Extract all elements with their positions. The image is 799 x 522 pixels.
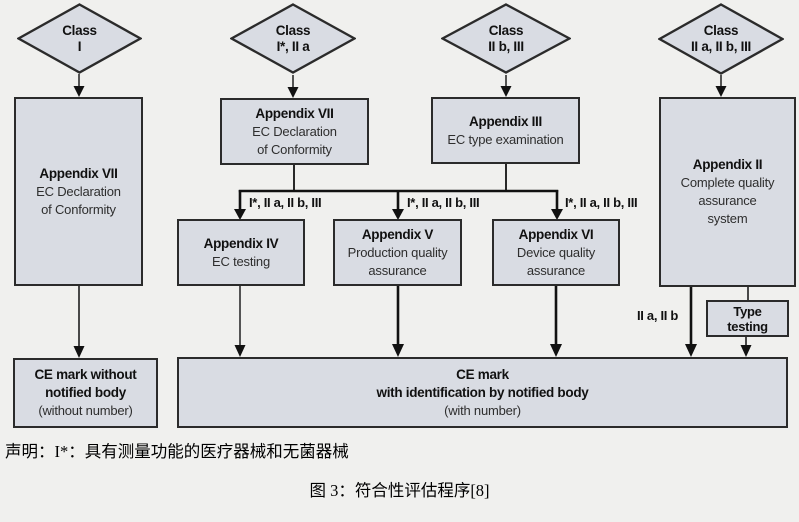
- arrowhead: [392, 344, 404, 357]
- decision-class-iia-iib-iii: Class II a, II b, III: [658, 3, 784, 75]
- arrowhead: [73, 346, 85, 358]
- decision-class-istar-iia: Class I*, II a: [230, 3, 356, 74]
- box-type-testing: Type testing: [706, 300, 789, 337]
- class-word: Class: [275, 22, 311, 38]
- decision-label: Class I*, II a: [276, 23, 311, 55]
- box-line: Production quality: [347, 244, 448, 260]
- box-line: EC type examination: [447, 131, 564, 147]
- box-line: testing: [727, 318, 768, 334]
- arrowhead: [685, 344, 697, 357]
- diamond-shape-icon: [17, 3, 142, 74]
- arrowhead: [234, 345, 246, 357]
- edge-label-to-app5: I*, II a, II b, III: [407, 195, 480, 210]
- arrowhead: [73, 86, 85, 97]
- box-line: CE mark without: [34, 367, 137, 382]
- class-value: I: [77, 38, 82, 54]
- box-title: Appendix VII: [255, 105, 334, 121]
- box-line: Complete quality: [680, 175, 775, 190]
- box-title: Appendix VI: [518, 226, 594, 242]
- decision-class-i: Class I: [17, 3, 142, 74]
- box-line: of Conformity: [257, 141, 332, 157]
- decision-class-iib-iii: Class II b, III: [441, 3, 571, 74]
- box-title: Appendix II: [692, 157, 763, 172]
- box-ce-mark-with: CE mark with identification by notified …: [177, 357, 788, 428]
- decision-label: Class I: [62, 23, 97, 55]
- box-line: with identification by notified body: [376, 384, 589, 400]
- box-ce-mark-without: CE mark without notified body (without n…: [13, 358, 158, 428]
- box-line: (without number): [38, 403, 133, 418]
- arrowhead: [500, 86, 512, 97]
- arrowhead: [740, 345, 752, 357]
- box-appendix-vii-left: Appendix VII EC Declaration of Conformit…: [14, 97, 143, 286]
- edge-label-to-app6: I*, II a, II b, III: [565, 195, 638, 210]
- box-line: Device quality: [516, 244, 596, 260]
- box-line: EC Declaration: [36, 183, 121, 199]
- arrowhead: [715, 86, 727, 97]
- box-appendix-v: Appendix V Production quality assurance: [333, 219, 462, 286]
- class-word: Class: [703, 23, 739, 38]
- class-value: II b, III: [488, 38, 524, 54]
- box-line: Type: [733, 303, 762, 319]
- box-line: of Conformity: [41, 201, 116, 217]
- decision-label: Class II b, III: [488, 23, 524, 55]
- box-line: system: [707, 211, 748, 226]
- arrowhead: [550, 344, 562, 357]
- box-line: EC testing: [212, 253, 270, 269]
- box-appendix-vi: Appendix VI Device quality assurance: [492, 219, 620, 286]
- box-appendix-ii: Appendix II Complete quality assurance s…: [659, 97, 796, 287]
- diamond-shape-icon: [441, 3, 571, 74]
- box-line: (with number): [444, 402, 521, 418]
- class-value: I*, II a: [276, 38, 310, 54]
- box-line: EC Declaration: [252, 123, 337, 139]
- box-appendix-iii: Appendix III EC type examination: [431, 97, 580, 164]
- edge-label-iia-iib: II a, II b: [637, 308, 679, 323]
- class-value: II a, II b, III: [690, 39, 751, 54]
- edge-label-to-app4: I*, II a, II b, III: [249, 195, 322, 210]
- box-appendix-iv: Appendix IV EC testing: [177, 219, 305, 286]
- diamond-shape-icon: [230, 3, 356, 74]
- box-line: assurance: [368, 262, 427, 278]
- box-appendix-vii-mid: Appendix VII EC Declaration of Conformit…: [220, 98, 369, 165]
- box-line: CE mark: [456, 366, 509, 382]
- box-title: Appendix III: [469, 113, 542, 129]
- decision-label: Class II a, II b, III: [691, 23, 751, 55]
- diamond-shape-icon: [658, 3, 784, 75]
- box-line: assurance: [526, 262, 586, 278]
- figure-caption: 图 3：符合性评估程序[8]: [309, 481, 490, 500]
- box-line: notified body: [45, 385, 126, 400]
- class-word: Class: [488, 22, 524, 38]
- box-title: Appendix VII: [39, 165, 118, 181]
- arrowhead: [287, 87, 299, 98]
- box-title: Appendix V: [361, 226, 434, 242]
- declaration-note: 声明：I*：具有测量功能的医疗器械和无菌器械: [5, 442, 349, 461]
- class-word: Class: [62, 22, 97, 38]
- box-line: assurance: [698, 193, 757, 208]
- box-title: Appendix IV: [203, 235, 279, 251]
